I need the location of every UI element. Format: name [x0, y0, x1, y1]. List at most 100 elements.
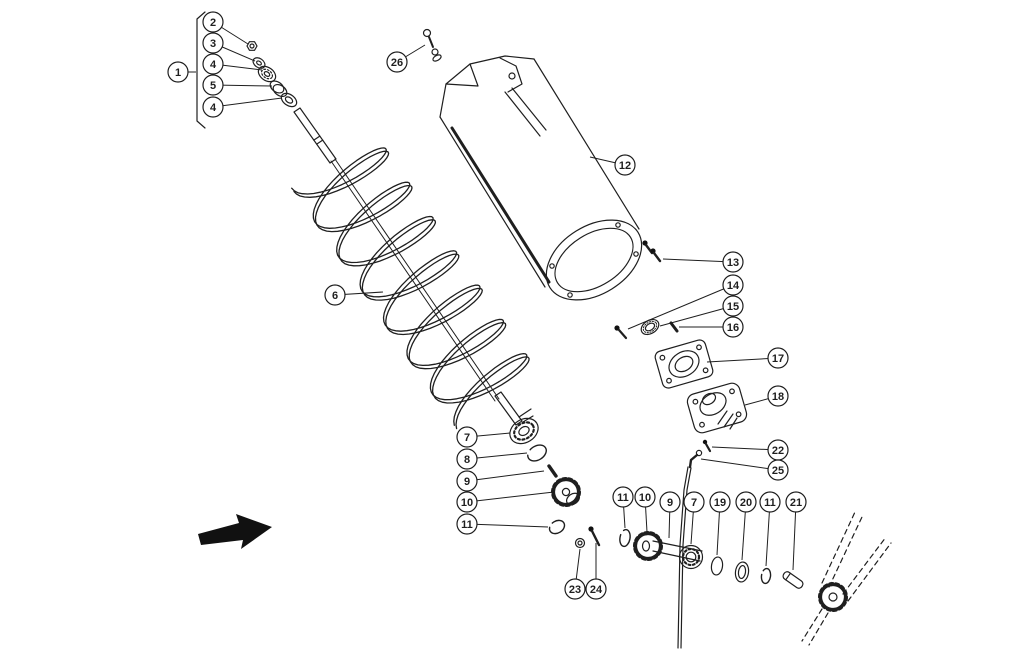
callout-leader-line	[212, 97, 283, 108]
callout-leader-line	[466, 470, 545, 482]
callout-number: 10	[639, 492, 651, 504]
callout-9: 9	[659, 491, 681, 539]
callout-number: 24	[590, 584, 603, 596]
callout-9: 9	[456, 470, 545, 492]
callout-bubble	[202, 96, 224, 118]
auger-flighting	[291, 147, 530, 430]
callout-18: 18	[744, 385, 789, 407]
diagram-artwork	[196, 11, 892, 649]
callout-leader-line	[706, 357, 779, 363]
callout-bubble	[722, 251, 744, 273]
callout-4: 4	[202, 96, 283, 118]
callout-bubble	[202, 32, 224, 54]
callout-26: 26	[386, 44, 426, 73]
callout-bubble	[456, 426, 478, 448]
callout-number: 25	[772, 465, 784, 477]
shaft-end-fasteners	[246, 41, 298, 108]
callout-bubble	[659, 491, 681, 513]
callout-number: 16	[727, 322, 739, 334]
callout-bubble	[585, 578, 607, 600]
callout-13: 13	[662, 251, 744, 273]
callout-number: 14	[727, 280, 740, 292]
callout-23: 23	[564, 548, 586, 600]
callout-24: 24	[585, 543, 607, 600]
callout-17: 17	[706, 347, 789, 369]
callout-bubble	[722, 274, 744, 296]
callout-bubble	[722, 295, 744, 317]
auger-shaft-top	[293, 107, 337, 164]
callout-bubble	[735, 491, 757, 513]
callout-leader-line	[466, 491, 555, 503]
callout-bubble	[722, 316, 744, 338]
callout-leader-line	[765, 501, 771, 567]
chain-sprocket	[801, 511, 892, 646]
callout-11: 11	[456, 513, 549, 535]
callout-12: 12	[589, 154, 636, 176]
callout-11: 11	[759, 491, 781, 567]
callout-number: 20	[740, 497, 752, 509]
callout-bubble	[767, 385, 789, 407]
callout-11: 11	[612, 486, 634, 529]
callout-number: 18	[772, 391, 784, 403]
callout-22: 22	[711, 439, 789, 461]
callout-number: 22	[772, 445, 784, 457]
callout-bubble	[767, 459, 789, 481]
callout-leader-line	[792, 501, 797, 571]
callout-7: 7	[456, 426, 511, 448]
drive-parts-middle	[509, 417, 601, 549]
callout-20: 20	[735, 491, 757, 561]
callout-bubble	[456, 470, 478, 492]
callout-bubble	[759, 491, 781, 513]
callout-3: 3	[202, 32, 256, 62]
bearing-housing-cover	[686, 382, 748, 434]
callout-number: 13	[727, 257, 739, 269]
callout-19: 19	[709, 491, 731, 556]
callout-number: 17	[772, 353, 784, 365]
callout-bubble	[785, 491, 807, 513]
callout-number: 4	[210, 59, 217, 71]
callout-number: 7	[691, 497, 697, 509]
callout-number: 8	[464, 454, 470, 466]
mounting-bolt	[422, 28, 442, 62]
callout-14: 14	[627, 274, 744, 330]
callout-number: 2	[210, 17, 216, 29]
callout-number: 11	[617, 492, 629, 504]
callout-number: 4	[210, 102, 217, 114]
callout-bubble	[386, 51, 408, 73]
callout-10: 10	[456, 491, 555, 513]
callout-number: 11	[764, 497, 776, 509]
callout-bubble	[614, 154, 636, 176]
callout-15: 15	[659, 295, 744, 327]
drive-parts-lower	[619, 528, 804, 589]
callout-leader-line	[711, 446, 779, 451]
callout-bubble	[612, 486, 634, 508]
callout-bubble	[202, 53, 224, 75]
callout-number: 3	[210, 38, 216, 50]
tube-housing	[439, 55, 643, 301]
callout-6: 6	[324, 284, 384, 306]
callout-leader-line	[627, 284, 734, 330]
callout-number: 9	[667, 497, 673, 509]
callout-bubble	[709, 491, 731, 513]
callout-8: 8	[456, 448, 528, 470]
callout-leader-line	[662, 258, 734, 263]
callout-number: 1	[175, 67, 181, 79]
callout-number: 15	[727, 301, 739, 313]
callout-bubble	[564, 578, 586, 600]
fittings-and-rod	[677, 439, 712, 649]
callout-4: 4	[202, 53, 263, 75]
group-bracket	[196, 11, 206, 129]
callout-number: 23	[569, 584, 581, 596]
callout-number: 10	[461, 497, 473, 509]
callout-bubble	[683, 491, 705, 513]
flange-bolts	[642, 240, 662, 263]
callout-number: 5	[210, 80, 216, 92]
callout-7: 7	[683, 491, 705, 545]
bearing-flange-plate	[654, 339, 714, 389]
callout-bubble	[456, 491, 478, 513]
callout-number: 19	[714, 497, 726, 509]
callout-2: 2	[202, 11, 249, 45]
